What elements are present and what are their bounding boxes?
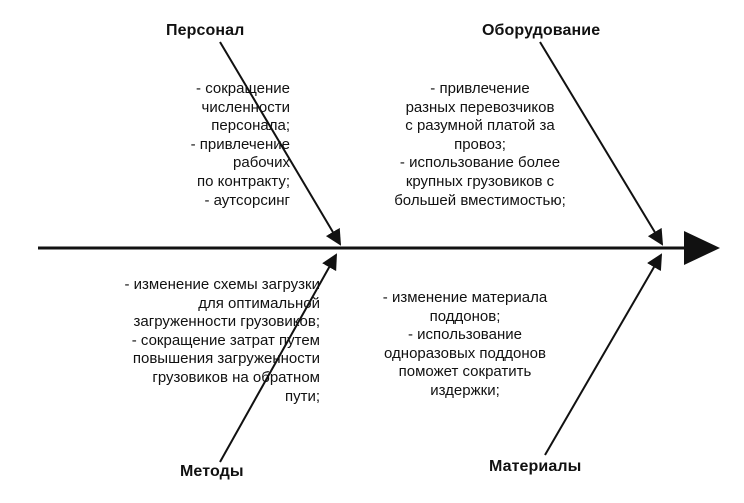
cause-line: численности	[201, 98, 290, 116]
category-personnel-label: Персонал	[166, 22, 245, 39]
category-methods-label: Методы	[180, 463, 244, 480]
materials-branch-arrow	[544, 253, 663, 456]
methods-branch-arrow	[219, 253, 337, 463]
personnel-branch-arrow	[219, 41, 342, 246]
cause-line: провоз;	[454, 135, 506, 153]
cause-line: поможет сократить	[398, 363, 532, 381]
cause-line: - привлечение	[430, 80, 530, 97]
cause-line: - использование более	[399, 154, 561, 172]
cause-line: пути;	[284, 387, 320, 405]
cause-line: - изменение материала	[382, 289, 548, 306]
cause-line: - использование	[408, 326, 522, 344]
cause-line: с разумной платой за	[405, 117, 555, 135]
cause-line: поддонов;	[429, 307, 501, 325]
cause-line: загруженности грузовиков;	[133, 313, 321, 331]
cause-line: издержки;	[430, 381, 500, 399]
cause-line: одноразовых поддонов	[384, 344, 546, 362]
spine-arrowhead	[684, 231, 720, 265]
cause-line: - изменение схемы загрузки	[124, 276, 321, 293]
cause-line: - сокращение затрат путем	[131, 331, 320, 349]
equipment-branch-arrow	[539, 41, 664, 246]
category-materials-label: Материалы	[489, 458, 582, 475]
cause-line: - привлечение	[190, 135, 290, 153]
category-equipment-label: Оборудование	[482, 22, 601, 39]
cause-line: повышения загруженности	[132, 350, 320, 368]
cause-line: по контракту;	[197, 172, 290, 190]
cause-line: - аутсорсинг	[204, 191, 290, 209]
cause-line: для оптимальной	[198, 294, 320, 312]
cause-line: персонала;	[211, 117, 290, 135]
cause-line: рабочих	[233, 154, 290, 172]
cause-line: крупных грузовиков с	[405, 172, 555, 190]
cause-line: разных перевозчиков	[405, 98, 555, 116]
cause-line: большей вместимостью;	[394, 191, 566, 209]
cause-line: - сокращение	[196, 80, 290, 97]
cause-line: грузовиков на обратном	[152, 368, 320, 386]
